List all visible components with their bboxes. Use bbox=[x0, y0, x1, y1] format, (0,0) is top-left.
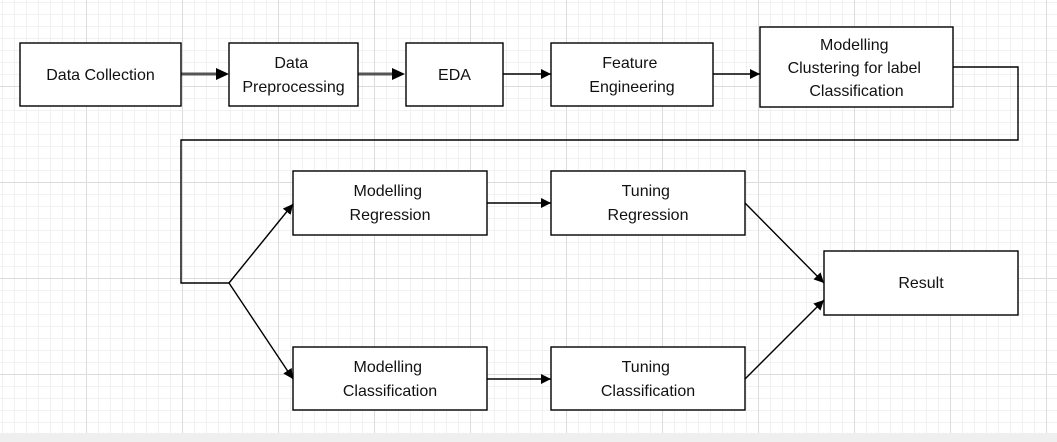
edge-clustering-to-split bbox=[180, 66, 1019, 284]
node-label: Data Collection bbox=[46, 67, 155, 84]
canvas-bottom-strip bbox=[0, 433, 1057, 442]
node-modelling-classification[interactable]: Modelling Classification bbox=[292, 346, 488, 411]
node-label: Tuning Classification bbox=[601, 359, 695, 400]
node-modelling-regression[interactable]: Modelling Regression bbox=[292, 170, 488, 236]
node-label: Feature Engineering bbox=[589, 55, 674, 96]
edge-split-to-modelling-classification bbox=[228, 282, 294, 380]
node-result[interactable]: Result bbox=[823, 250, 1019, 316]
node-label: Result bbox=[898, 275, 944, 292]
node-label: EDA bbox=[438, 67, 471, 84]
node-label: Data Preprocessing bbox=[242, 55, 344, 96]
node-tuning-classification[interactable]: Tuning Classification bbox=[550, 346, 746, 411]
node-modelling-clustering[interactable]: Modelling Clustering for label Classific… bbox=[759, 26, 954, 108]
node-label: Modelling Clustering for label Classific… bbox=[788, 37, 926, 100]
arrowhead-collection-to-preprocessing bbox=[216, 68, 229, 80]
node-label: Modelling Classification bbox=[343, 359, 437, 400]
edges bbox=[180, 66, 1019, 384]
node-feature-engineering[interactable]: Feature Engineering bbox=[550, 42, 714, 107]
edge-tuning-classification-to-result bbox=[744, 299, 825, 380]
node-label: Tuning Regression bbox=[608, 183, 689, 224]
edge-tuning-regression-to-result bbox=[744, 202, 825, 284]
arrowhead-preprocessing-to-eda bbox=[392, 68, 405, 80]
node-eda[interactable]: EDA bbox=[405, 42, 504, 107]
node-data-preprocessing[interactable]: Data Preprocessing bbox=[228, 42, 359, 107]
edge-split-to-modelling-regression bbox=[228, 203, 294, 284]
node-data-collection[interactable]: Data Collection bbox=[19, 42, 182, 107]
node-tuning-regression[interactable]: Tuning Regression bbox=[550, 170, 746, 236]
node-label: Modelling Regression bbox=[350, 183, 431, 224]
